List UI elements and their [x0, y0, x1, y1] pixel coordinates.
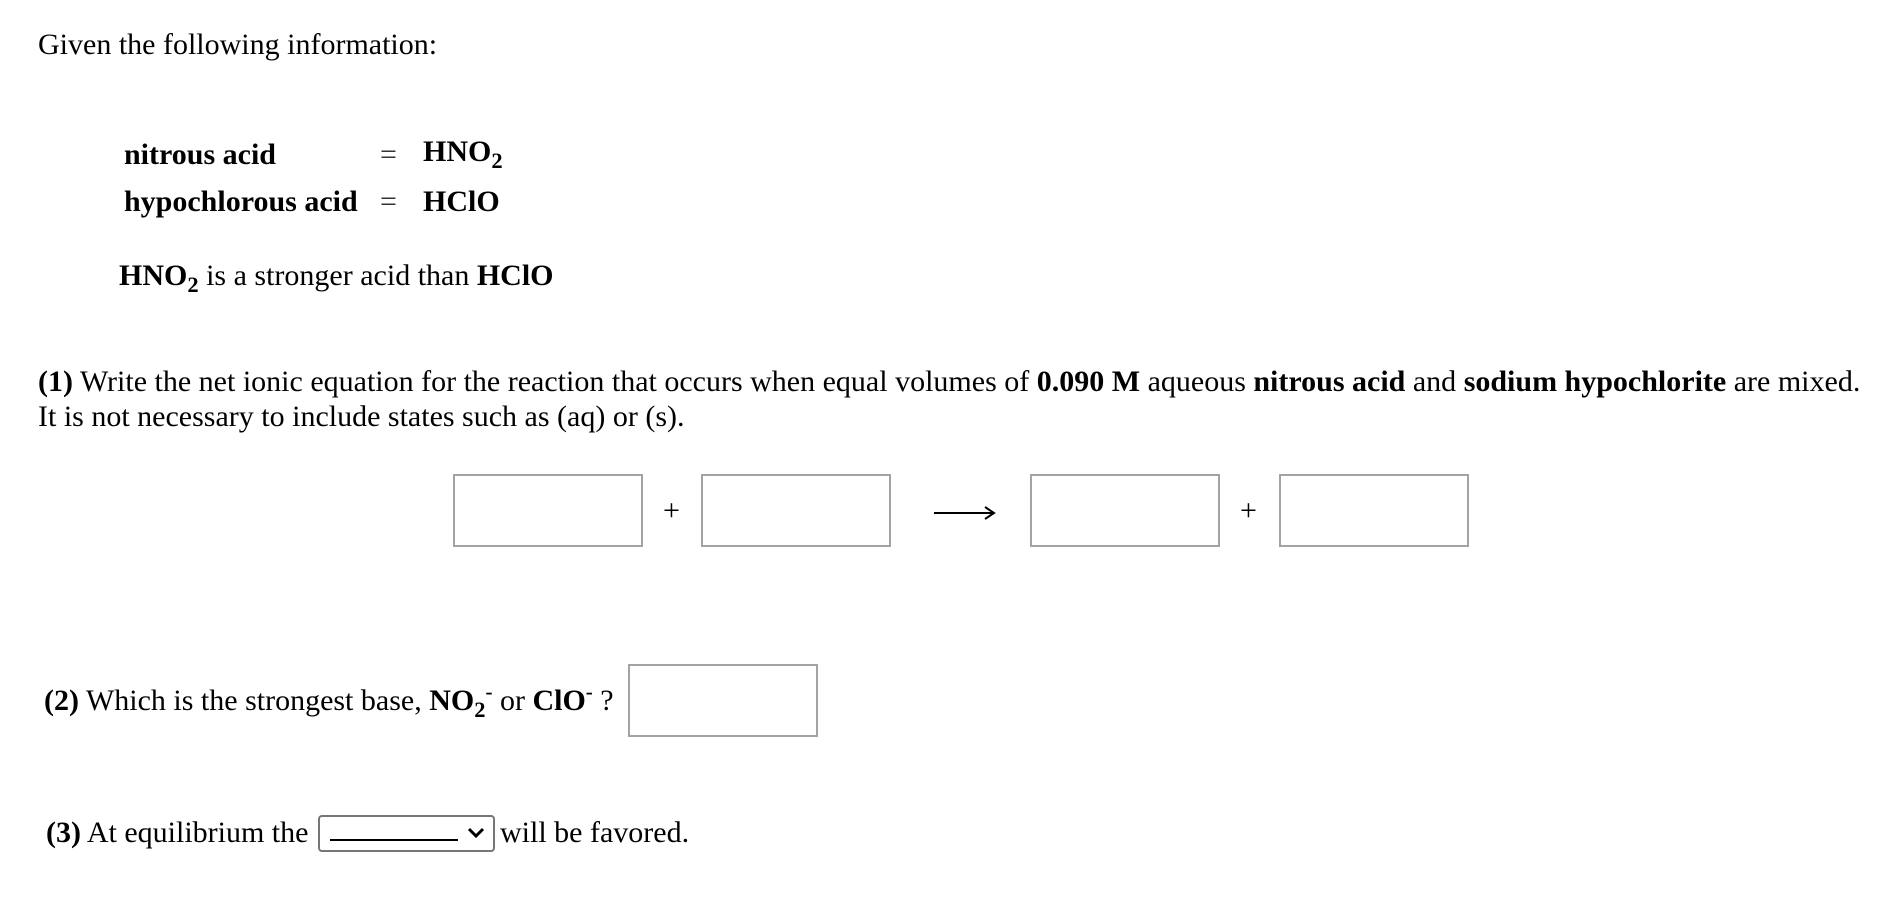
reaction-arrow-icon [934, 506, 996, 520]
question-1-note: It is not necessary to include states su… [38, 400, 685, 433]
intro-text: Given the following information: [38, 28, 438, 61]
definition-formula-nitrous: HNO2 [423, 135, 503, 173]
definition-equals-hypochlorous: = [380, 185, 397, 218]
chevron-down-icon [467, 827, 485, 839]
question-1-text: (1) Write the net ionic equation for the… [38, 365, 1861, 398]
definition-equals-nitrous: = [380, 138, 397, 171]
plus-sign-reactants: + [663, 494, 680, 527]
equilibrium-select[interactable] [318, 815, 495, 852]
reactant-1-input[interactable] [453, 474, 643, 547]
select-placeholder-line [330, 839, 458, 841]
strongest-base-input[interactable] [628, 664, 818, 737]
product-2-input[interactable] [1279, 474, 1469, 547]
product-1-input[interactable] [1030, 474, 1220, 547]
reactant-2-input[interactable] [701, 474, 891, 547]
question-3-text-b: will be favored. [500, 816, 690, 849]
definition-formula-hypochlorous: HClO [423, 185, 500, 218]
question-3-text-a: (3) At equilibrium the [46, 816, 309, 849]
acid-strength-statement: HNO2 is a stronger acid than HClO [119, 259, 554, 297]
plus-sign-products: + [1240, 494, 1257, 527]
definition-name-hypochlorous: hypochlorous acid [124, 185, 358, 218]
definition-name-nitrous: nitrous acid [124, 138, 276, 171]
question-2-text: (2) Which is the strongest base, NO2- or… [44, 679, 614, 722]
